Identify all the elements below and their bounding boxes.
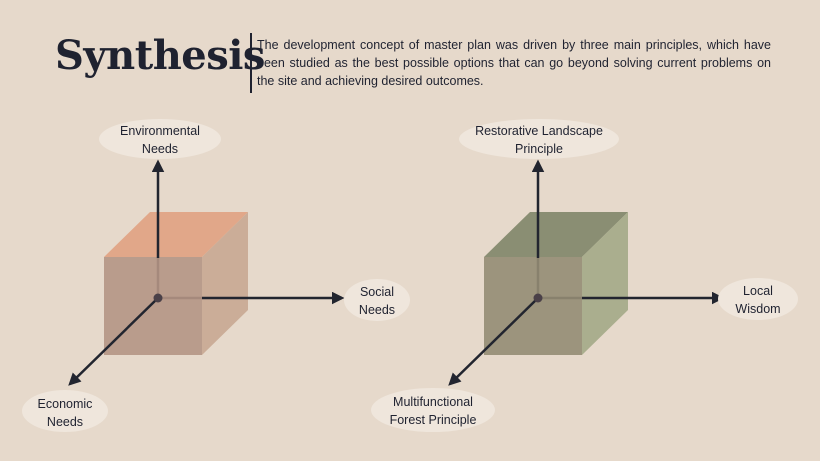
axis-origin (533, 293, 543, 303)
label-down-line1: Economic (38, 397, 93, 411)
label-up-line1: Environmental (120, 124, 200, 138)
label-right-line2: Wisdom (735, 302, 780, 316)
page-title: Synthesis (55, 32, 265, 79)
cube-top-face (104, 212, 248, 257)
axis-origin (153, 293, 163, 303)
label-up-line1: Restorative Landscape (475, 124, 603, 138)
label-bubble-down (371, 388, 495, 432)
cube-front-face (104, 257, 202, 355)
cube-side-face (202, 212, 248, 355)
label-up-line2: Principle (515, 142, 563, 156)
label-right-line2: Needs (359, 303, 395, 317)
axis-down (448, 297, 539, 386)
label-bubble-right (718, 278, 798, 320)
intro-text: The development concept of master plan w… (257, 38, 771, 88)
diagram-2: Restorative Landscape Principle Local Wi… (371, 119, 798, 432)
label-up-line2: Needs (142, 142, 178, 156)
cube-top-face (484, 212, 628, 257)
label-down-line2: Forest Principle (390, 413, 477, 427)
label-right-line1: Local (743, 284, 773, 298)
label-right-line1: Social (360, 285, 394, 299)
label-down-line2: Needs (47, 415, 83, 429)
cube-front-face (484, 257, 582, 355)
label-bubble-up (99, 119, 221, 159)
label-down-line1: Multifunctional (393, 395, 473, 409)
cube-side-face (582, 212, 628, 355)
axis-down (68, 297, 159, 386)
title-divider (250, 33, 252, 93)
diagram-1: Environmental Needs Social Needs Economi… (22, 119, 410, 432)
label-bubble-up (459, 119, 619, 159)
label-bubble-down (22, 390, 108, 432)
label-bubble-right (344, 279, 410, 321)
